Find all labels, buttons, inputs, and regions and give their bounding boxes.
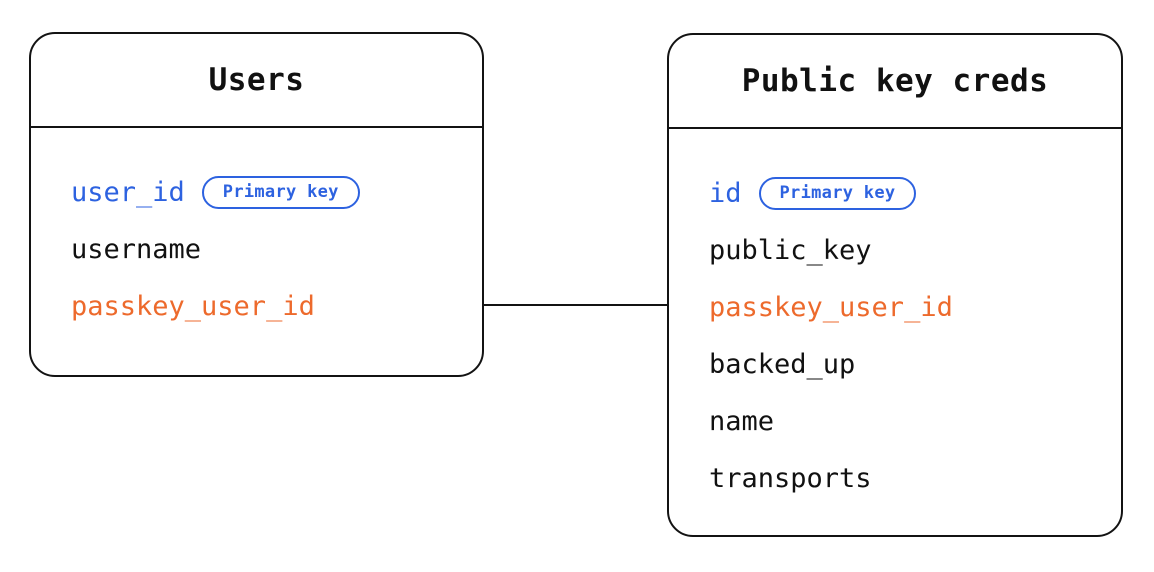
field-name-user-id: user_id <box>71 177 185 208</box>
primary-key-badge-id: Primary key <box>758 177 917 210</box>
field-name-backed-up: backed_up <box>709 349 856 380</box>
entity-card-public-key-creds[interactable]: Public key creds id Primary key public_k… <box>667 33 1123 537</box>
entity-title-users: Users <box>208 61 305 98</box>
field-name-passkey-user-id: passkey_user_id <box>71 291 315 322</box>
entity-card-users[interactable]: Users user_id Primary key username passk… <box>29 32 484 377</box>
entity-field-list-users: user_id Primary key username passkey_use… <box>31 128 482 375</box>
entity-title-band-public-key-creds: Public key creds <box>669 35 1121 129</box>
entity-field-list-public-key-creds: id Primary key public_key passkey_user_i… <box>669 129 1121 535</box>
field-row-public-key[interactable]: public_key <box>709 222 1121 279</box>
relationship-connector-users-public-key-creds[interactable] <box>483 304 669 306</box>
field-row-transports[interactable]: transports <box>709 450 1121 507</box>
primary-key-badge-label: Primary key <box>222 182 339 202</box>
field-name-username: username <box>71 234 202 265</box>
entity-title-public-key-creds: Public key creds <box>741 62 1049 99</box>
field-name-public-key: public_key <box>709 235 872 266</box>
field-row-name[interactable]: name <box>709 393 1121 450</box>
field-row-user-id[interactable]: user_id Primary key <box>71 164 482 221</box>
field-name-name: name <box>709 406 775 437</box>
field-row-id[interactable]: id Primary key <box>709 165 1121 222</box>
field-row-username[interactable]: username <box>71 221 482 278</box>
primary-key-badge-user-id: Primary key <box>201 176 360 209</box>
field-name-transports: transports <box>709 463 872 494</box>
field-name-passkey-user-id: passkey_user_id <box>709 292 953 323</box>
primary-key-badge-label: Primary key <box>779 183 896 203</box>
field-row-passkey-user-id[interactable]: passkey_user_id <box>71 278 482 335</box>
field-name-id: id <box>709 178 742 209</box>
entity-title-band-users: Users <box>31 34 482 128</box>
field-row-backed-up[interactable]: backed_up <box>709 336 1121 393</box>
field-row-passkey-user-id[interactable]: passkey_user_id <box>709 279 1121 336</box>
